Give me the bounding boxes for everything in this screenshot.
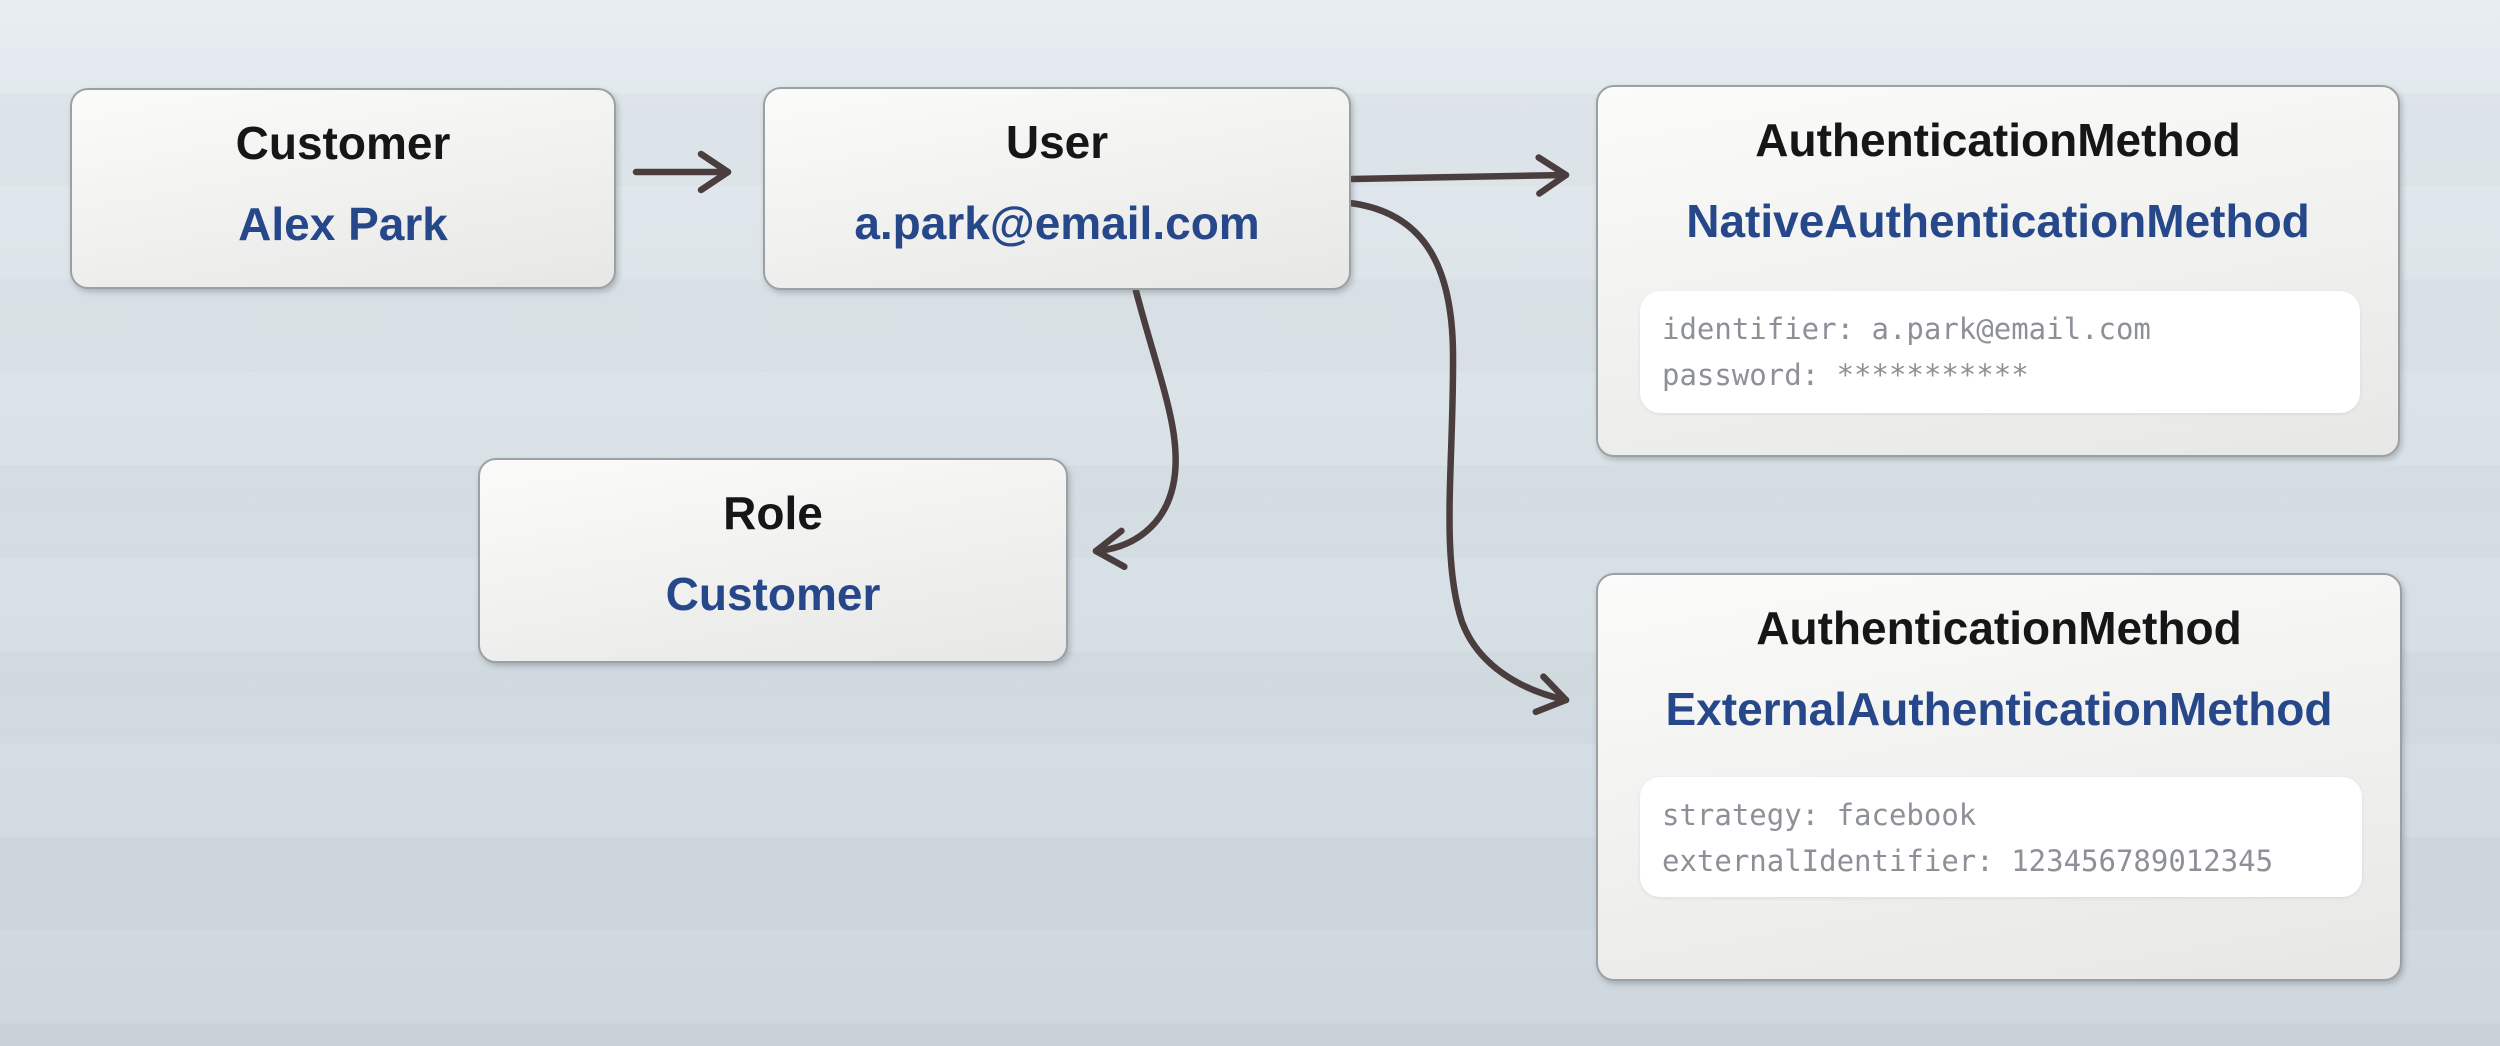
attr-external-identifier: externalIdentifier: 123456789012345 [1662,844,2274,878]
edge-user-to-external-auth [1346,199,1570,716]
node-user-title: User [1005,116,1109,168]
node-role-value: Customer [665,568,881,620]
attr-strategy: strategy: facebook [1662,798,1977,832]
node-external-auth-title: AuthenticationMethod [1756,602,2242,654]
attr-password: password: *********** [1662,358,2029,392]
node-customer-title: Customer [235,117,451,169]
node-native-auth-title: AuthenticationMethod [1755,114,2241,166]
external-auth-attributes-panel: strategy: facebook externalIdentifier: 1… [1640,777,2362,897]
edge-user-to-role [1092,287,1179,570]
node-role-title: Role [723,487,823,539]
attr-identifier: identifier: a.park@email.com [1662,312,2151,346]
node-authentication-method-native: AuthenticationMethod NativeAuthenticatio… [1596,85,2400,457]
node-authentication-method-external: AuthenticationMethod ExternalAuthenticat… [1596,573,2402,981]
edge-user-to-native-auth [1348,154,1570,197]
node-user-value: a.park@email.com [854,197,1260,249]
native-auth-attributes-panel: identifier: a.park@email.com password: *… [1640,291,2360,413]
node-customer: Customer Alex Park [70,88,616,289]
node-customer-value: Alex Park [238,198,448,250]
node-native-auth-value: NativeAuthenticationMethod [1686,195,2310,247]
node-external-auth-value: ExternalAuthenticationMethod [1665,683,2333,735]
node-role: Role Customer [478,458,1068,663]
node-user: User a.park@email.com [763,87,1351,290]
